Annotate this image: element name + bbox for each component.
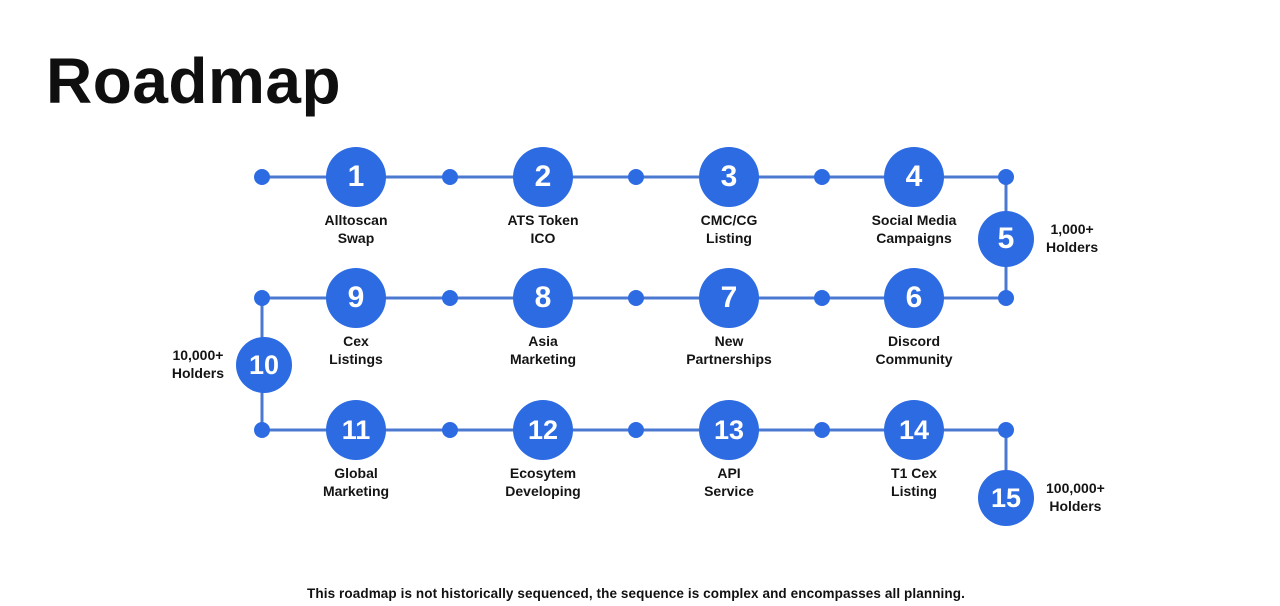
roadmap-node-7-circle: 7 bbox=[699, 268, 759, 328]
connector-dot bbox=[254, 290, 270, 306]
roadmap-node-5-label: 1,000+ Holders bbox=[1046, 220, 1098, 256]
label-line: Service bbox=[704, 483, 754, 499]
label-line: 1,000+ bbox=[1050, 221, 1094, 237]
roadmap-node-15-label: 100,000+ Holders bbox=[1046, 479, 1105, 515]
roadmap-node-14-circle: 14 bbox=[884, 400, 944, 460]
label-line: CMC/CG bbox=[700, 212, 758, 228]
roadmap-node-9-circle: 9 bbox=[326, 268, 386, 328]
roadmap-node-10-label: 10,000+ Holders bbox=[172, 346, 224, 382]
label-line: 100,000+ bbox=[1046, 480, 1105, 496]
label-line: Campaigns bbox=[876, 230, 952, 246]
label-line: Partnerships bbox=[686, 351, 772, 367]
label-line: ICO bbox=[530, 230, 556, 246]
label-line: Community bbox=[875, 351, 953, 367]
roadmap-node-12-circle: 12 bbox=[513, 400, 573, 460]
label-line: Developing bbox=[505, 483, 581, 499]
roadmap-node-6-circle: 6 bbox=[884, 268, 944, 328]
label-line: New bbox=[714, 333, 744, 349]
label-line: 10,000+ bbox=[172, 347, 224, 363]
connector-dot bbox=[254, 422, 270, 438]
roadmap-node-15-circle: 15 bbox=[978, 470, 1034, 526]
label-line: API bbox=[717, 465, 741, 481]
connector-dot bbox=[628, 422, 644, 438]
roadmap-node-8-circle: 8 bbox=[513, 268, 573, 328]
label-line: Global bbox=[334, 465, 378, 481]
connector-dot bbox=[814, 290, 830, 306]
roadmap-node-10-circle: 10 bbox=[236, 337, 292, 393]
roadmap-node-4-circle: 4 bbox=[884, 147, 944, 207]
roadmap-node-13-label: API Service bbox=[619, 464, 839, 500]
label-line: Marketing bbox=[322, 483, 390, 499]
connector-dot bbox=[442, 422, 458, 438]
label-line: Alltoscan bbox=[324, 212, 388, 228]
label-line: T1 Cex bbox=[891, 465, 937, 481]
label-line: Holders bbox=[1046, 239, 1099, 255]
footer-note: This roadmap is not historically sequenc… bbox=[307, 586, 965, 601]
page-title: Roadmap bbox=[46, 45, 342, 117]
roadmap-node-2-circle: 2 bbox=[513, 147, 573, 207]
label-line: Asia bbox=[528, 333, 558, 349]
connector-dot bbox=[442, 290, 458, 306]
connector-dot bbox=[814, 169, 830, 185]
label-line: Listing bbox=[891, 483, 937, 499]
label-line: Ecosytem bbox=[509, 465, 577, 481]
connector-dot bbox=[814, 422, 830, 438]
label-line: Holders bbox=[171, 365, 224, 381]
label-line: Marketing bbox=[509, 351, 577, 367]
label-line: Cex bbox=[343, 333, 369, 349]
label-line: ATS Token bbox=[507, 212, 579, 228]
connector-dot bbox=[254, 169, 270, 185]
roadmap-node-3-circle: 3 bbox=[699, 147, 759, 207]
label-line: Swap bbox=[337, 230, 375, 246]
connector-dot bbox=[442, 169, 458, 185]
label-line: Holders bbox=[1049, 498, 1102, 514]
roadmap-node-5-circle: 5 bbox=[978, 211, 1034, 267]
roadmap-node-11-circle: 11 bbox=[326, 400, 386, 460]
connector-dot bbox=[998, 290, 1014, 306]
connector-dot bbox=[998, 422, 1014, 438]
roadmap-node-1-circle: 1 bbox=[326, 147, 386, 207]
connector-dot bbox=[628, 169, 644, 185]
label-line: Listing bbox=[706, 230, 752, 246]
connector-dot bbox=[998, 169, 1014, 185]
roadmap-node-13-circle: 13 bbox=[699, 400, 759, 460]
label-line: Discord bbox=[887, 333, 941, 349]
connector-dot bbox=[628, 290, 644, 306]
label-line: Social Media bbox=[871, 212, 957, 228]
roadmap-node-3-label: CMC/CG Listing bbox=[619, 211, 839, 247]
label-line: Listings bbox=[329, 351, 383, 367]
